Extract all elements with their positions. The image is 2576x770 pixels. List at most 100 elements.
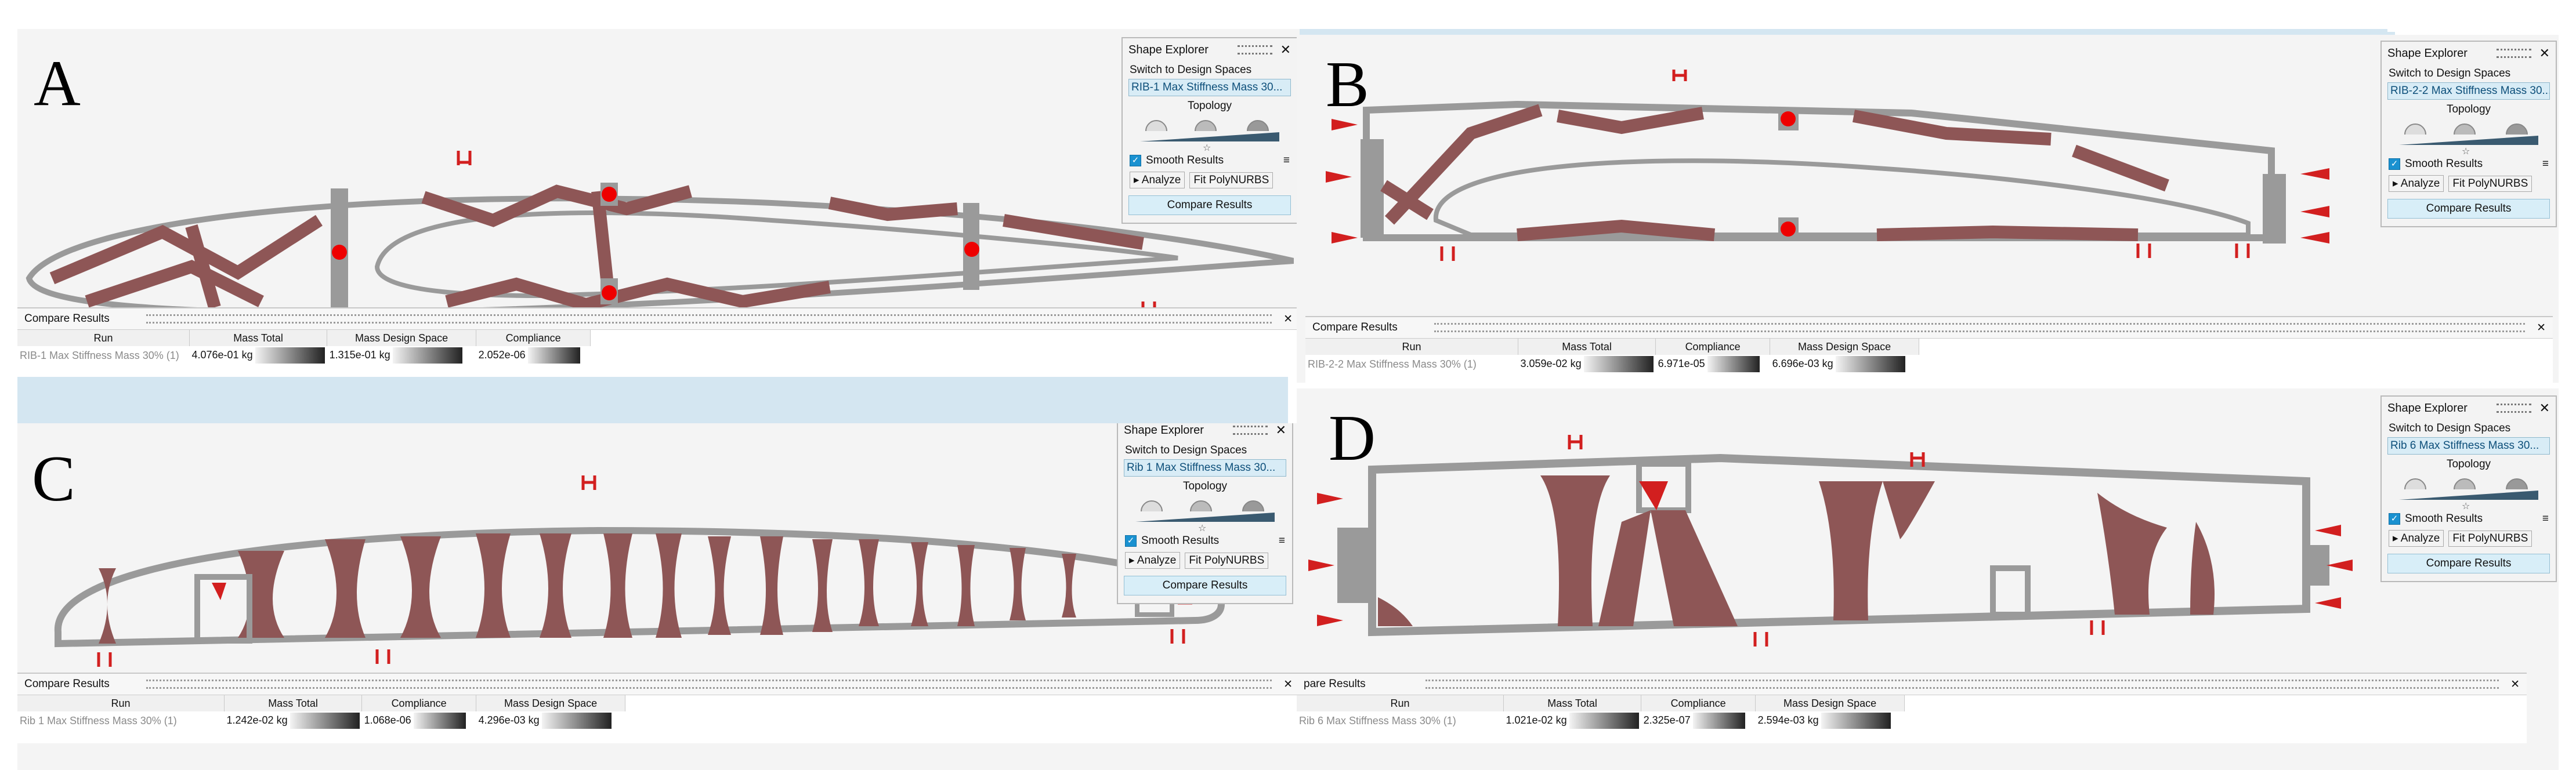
run-selector[interactable]: Rib 1 Max Stiffness Mass 30... <box>1124 459 1286 477</box>
smooth-checkbox[interactable]: ✓ <box>1130 155 1141 166</box>
column-header[interactable]: Mass Design Space <box>327 330 477 346</box>
spar <box>1990 565 2031 618</box>
topology-label: Topology <box>1187 100 1232 112</box>
table-row[interactable]: Rib 6 Max Stiffness Mass 30% (1) 1.021e-… <box>1297 711 1905 730</box>
load-arrow <box>1326 119 2329 244</box>
column-header[interactable]: Mass Total <box>1518 339 1656 355</box>
column-header[interactable]: Compliance <box>1655 339 1771 355</box>
run-selector[interactable]: RIB-1 Max Stiffness Mass 30... <box>1128 79 1291 96</box>
column-header[interactable]: Run <box>17 695 225 711</box>
close-icon[interactable]: ✕ <box>2539 401 2550 415</box>
smooth-checkbox[interactable]: ✓ <box>2389 158 2400 170</box>
column-header[interactable]: Run <box>1297 695 1504 711</box>
table-row[interactable]: Rib 1 Max Stiffness Mass 30% (1) 1.242e-… <box>17 711 625 730</box>
compare-results-button[interactable]: Compare Results <box>1124 576 1286 595</box>
close-icon[interactable]: ✕ <box>2510 678 2520 691</box>
switch-design-spaces[interactable]: Switch to Design Spaces <box>1130 64 1252 76</box>
column-header[interactable]: Mass Total <box>189 330 328 346</box>
table-row[interactable]: RIB-1 Max Stiffness Mass 30% (1) 4.076e-… <box>17 346 591 365</box>
topology-label: Topology <box>1182 480 1228 492</box>
column-header[interactable]: Mass Design Space <box>476 695 626 711</box>
menu-icon[interactable]: ≡ <box>2542 513 2549 525</box>
value-gradient <box>413 713 466 729</box>
topology-slider[interactable]: ☆ <box>1134 114 1285 153</box>
analyze-button[interactable]: ▸ Analyze <box>1125 552 1181 569</box>
topology-slider[interactable]: ☆ <box>2393 117 2544 157</box>
compare-results-button[interactable]: Compare Results <box>2387 554 2550 573</box>
fit-polynurbs-button[interactable]: Fit PolyNURBS <box>2448 530 2532 547</box>
compare-results-button[interactable]: Compare Results <box>2387 199 2550 219</box>
drag-handle[interactable] <box>2496 49 2531 58</box>
panel-label: B <box>1326 49 1369 121</box>
run-selector[interactable]: Rib 6 Max Stiffness Mass 30... <box>2387 437 2550 455</box>
compliance-value: 1.068e-06 <box>364 714 411 726</box>
model-viewport[interactable] <box>1297 435 2387 684</box>
smooth-checkbox[interactable]: ✓ <box>1125 535 1137 547</box>
switch-design-spaces[interactable]: Switch to Design Spaces <box>1125 444 1247 456</box>
topology-material <box>99 533 1076 644</box>
fit-polynurbs-button[interactable]: Fit PolyNURBS <box>2448 175 2532 192</box>
run-cell: Rib 6 Max Stiffness Mass 30% (1) <box>1299 714 1456 727</box>
airfoil-rib-outer <box>54 526 1225 648</box>
results-title: pare Results <box>1304 678 1366 690</box>
close-icon[interactable]: ✕ <box>1275 423 1286 437</box>
column-header[interactable]: Run <box>17 330 190 346</box>
drag-handle[interactable] <box>1426 680 2499 689</box>
analyze-button[interactable]: ▸ Analyze <box>1130 172 1185 188</box>
model-viewport[interactable] <box>17 133 1294 325</box>
column-header[interactable]: Run <box>1305 339 1518 355</box>
menu-icon[interactable]: ≡ <box>1278 535 1285 547</box>
load-arrow <box>1308 481 2353 626</box>
fit-polynurbs-button[interactable]: Fit PolyNURBS <box>1189 172 1273 188</box>
drag-handle[interactable] <box>1434 323 2526 332</box>
column-header[interactable]: Compliance <box>476 330 591 346</box>
run-cell: RIB-1 Max Stiffness Mass 30% (1) <box>20 349 179 361</box>
smooth-checkbox[interactable]: ✓ <box>2389 513 2400 525</box>
close-icon[interactable]: ✕ <box>2537 321 2546 334</box>
drag-handle[interactable] <box>1237 45 1272 55</box>
panel-label: A <box>34 48 81 119</box>
drag-handle[interactable] <box>146 680 1272 689</box>
topology-slider[interactable]: ☆ <box>1130 494 1280 533</box>
constraint-icon <box>1440 70 2250 261</box>
results-title: Compare Results <box>24 678 110 690</box>
model-viewport[interactable] <box>1297 70 2387 325</box>
end-block <box>2306 545 2329 586</box>
analyze-button[interactable]: ▸ Analyze <box>2389 530 2444 547</box>
results-table: Run Mass Total Compliance Mass Design Sp… <box>17 695 626 730</box>
close-icon[interactable]: ✕ <box>1283 313 1293 325</box>
table-row[interactable]: RIB-2-2 Max Stiffness Mass 30% (1) 3.059… <box>1305 355 1919 373</box>
compliance-value: 6.971e-05 <box>1658 357 1705 369</box>
drag-handle[interactable] <box>1232 426 1268 435</box>
compare-results-button[interactable]: Compare Results <box>1128 195 1291 215</box>
svg-text:☆: ☆ <box>2462 500 2470 510</box>
topology-slider[interactable]: ☆ <box>2393 472 2544 511</box>
results-title: Compare Results <box>24 313 110 325</box>
column-header[interactable]: Mass Design Space <box>1770 339 1920 355</box>
column-header[interactable]: Mass Total <box>224 695 363 711</box>
fit-polynurbs-button[interactable]: Fit PolyNURBS <box>1185 552 1269 569</box>
load-point <box>1781 111 1796 126</box>
close-icon[interactable]: ✕ <box>1280 42 1291 57</box>
explorer-title: Shape Explorer <box>2387 401 2468 415</box>
column-header[interactable]: Compliance <box>361 695 477 711</box>
menu-icon[interactable]: ≡ <box>2542 158 2549 170</box>
compliance-value: 2.052e-06 <box>478 348 526 361</box>
menu-icon[interactable]: ≡ <box>1283 154 1290 166</box>
close-icon[interactable]: ✕ <box>1283 678 1293 691</box>
switch-design-spaces[interactable]: Switch to Design Spaces <box>2389 67 2511 79</box>
switch-design-spaces[interactable]: Switch to Design Spaces <box>2389 422 2511 434</box>
run-selector[interactable]: RIB-2-2 Max Stiffness Mass 30... <box>2387 82 2550 100</box>
model-viewport[interactable] <box>17 475 1236 667</box>
mass-total-value: 1.242e-02 kg <box>226 714 288 726</box>
column-header[interactable]: Compliance <box>1641 695 1756 711</box>
analyze-button[interactable]: ▸ Analyze <box>2389 175 2444 192</box>
load-point <box>964 242 979 257</box>
drag-handle[interactable] <box>146 314 1272 324</box>
column-header[interactable]: Mass Design Space <box>1755 695 1905 711</box>
drag-handle[interactable] <box>2496 404 2531 413</box>
close-icon[interactable]: ✕ <box>2539 46 2550 60</box>
shape-explorer: Shape Explorer✕ Switch to Design Spaces … <box>2380 395 2557 582</box>
smooth-label: Smooth Results <box>2405 513 2483 525</box>
column-header[interactable]: Mass Total <box>1503 695 1642 711</box>
